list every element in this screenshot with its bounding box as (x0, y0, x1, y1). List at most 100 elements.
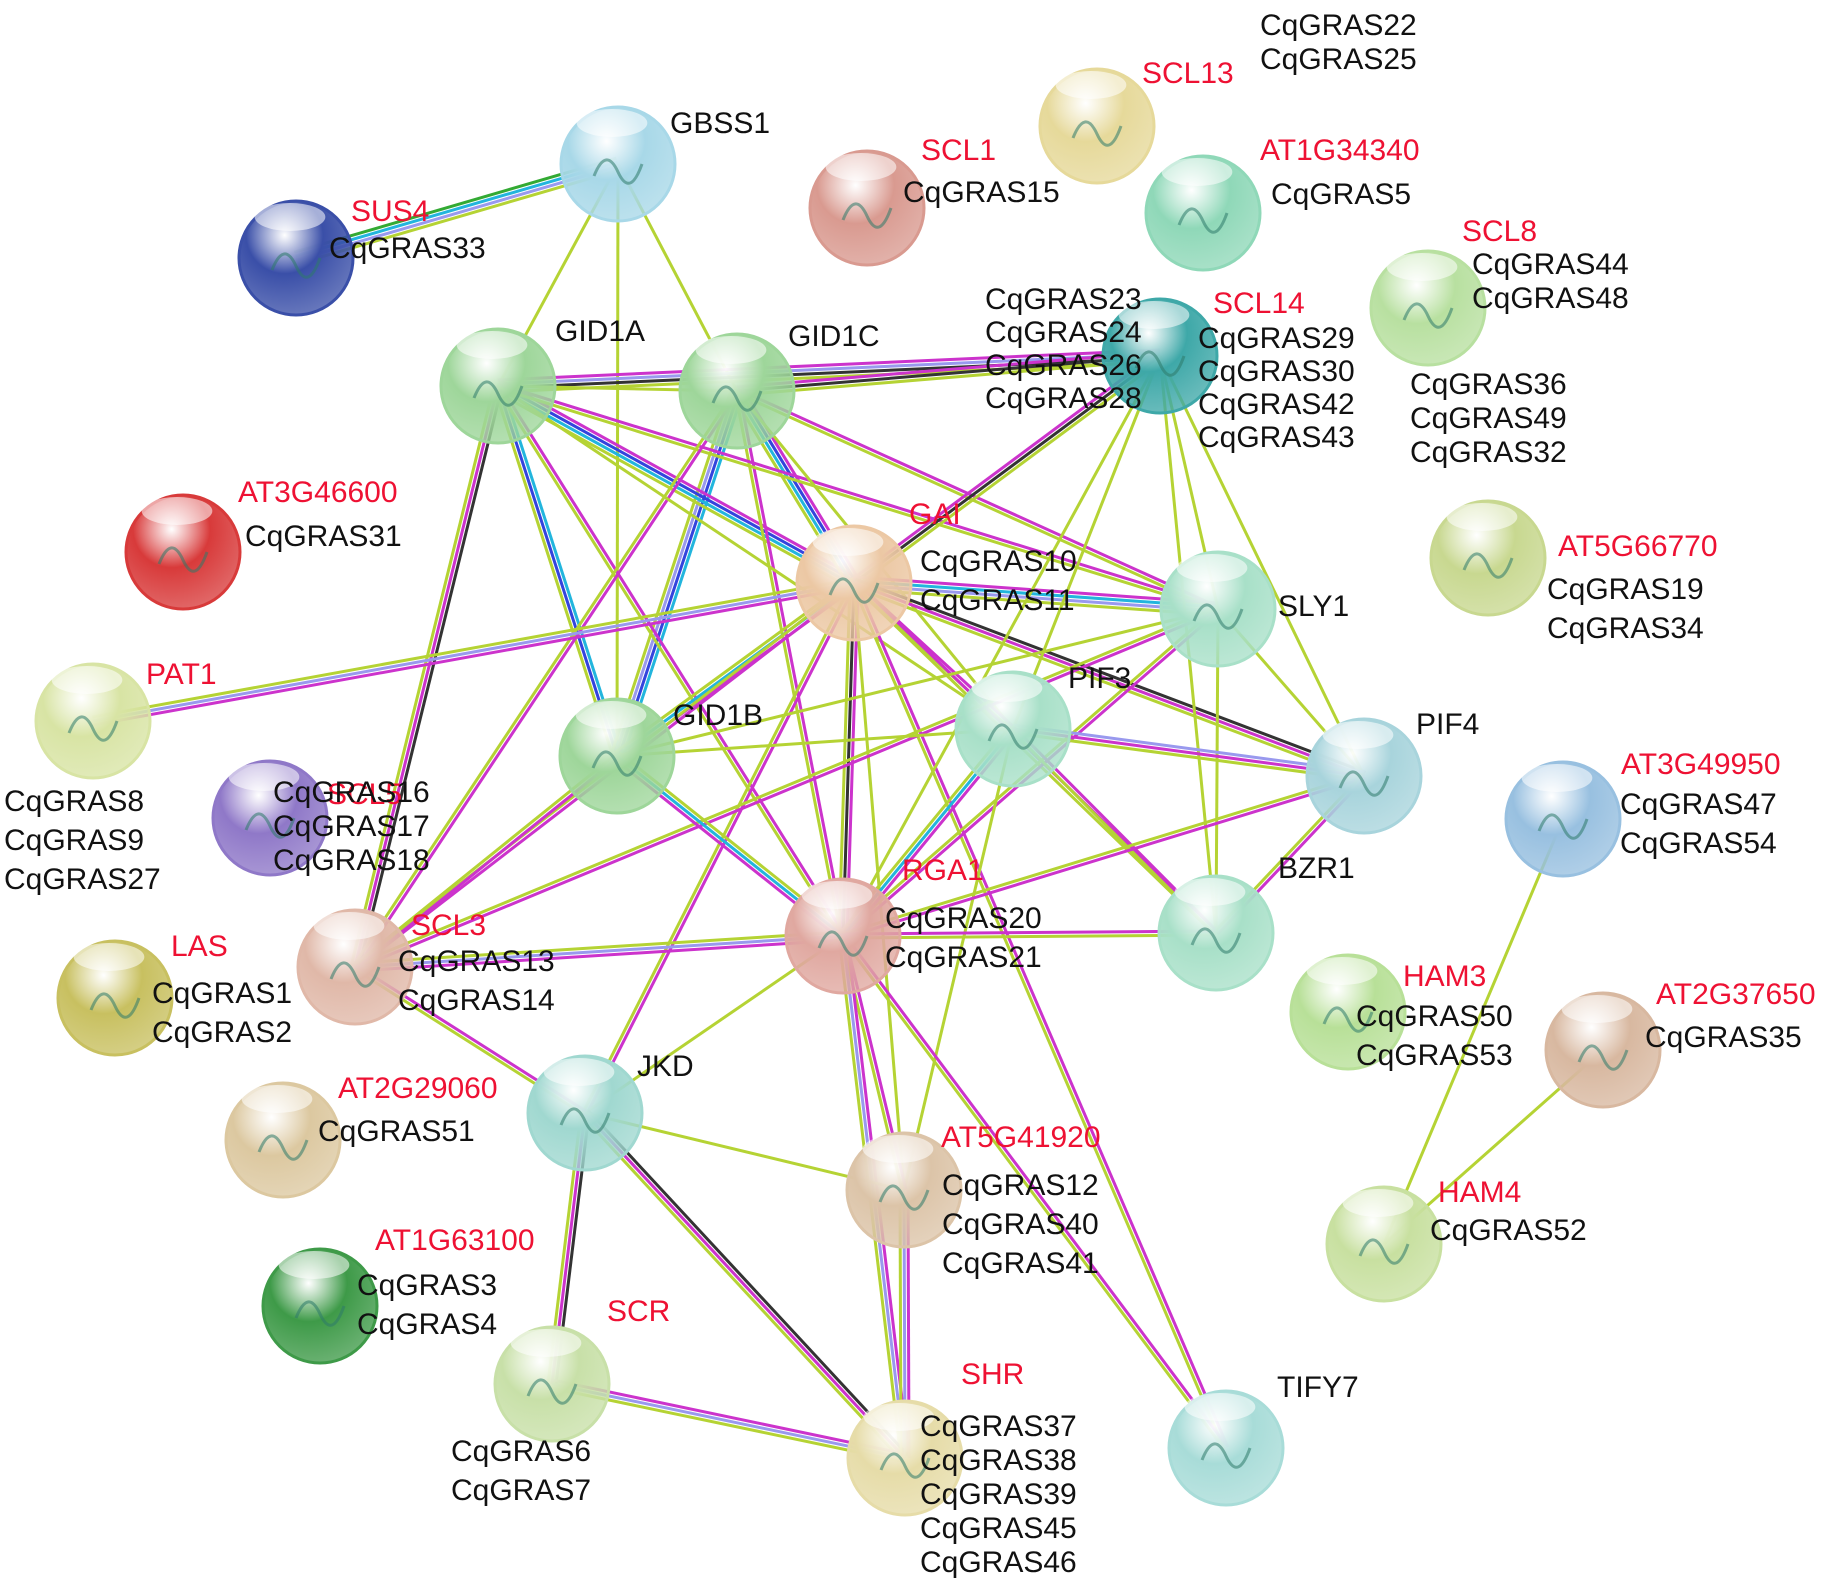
node-at2g29060[interactable] (224, 1081, 342, 1199)
node-label-red: AT1G63100 (375, 1224, 535, 1257)
node-scl5[interactable] (211, 759, 329, 877)
node-at5g66770[interactable] (1429, 499, 1547, 617)
node-at2g37650[interactable] (1544, 991, 1662, 1109)
node-tify7[interactable] (1167, 1389, 1285, 1507)
node-at1g63100[interactable] (261, 1247, 379, 1365)
node-las[interactable] (56, 939, 174, 1057)
node-label-red: AT5G66770 (1558, 530, 1718, 563)
node-sphere[interactable] (296, 908, 414, 1026)
node-label: CqGRAS33 (329, 232, 486, 265)
node-scl14[interactable] (1101, 297, 1219, 415)
node-label: CqGRAS23 (985, 283, 1142, 316)
node-sphere[interactable] (1101, 297, 1219, 415)
node-scl13[interactable] (1038, 67, 1156, 185)
node-sphere[interactable] (1159, 550, 1277, 668)
node-gid1a[interactable] (439, 327, 557, 445)
node-sphere[interactable] (1167, 1389, 1285, 1507)
node-sphere[interactable] (845, 1131, 963, 1249)
node-sphere[interactable] (237, 199, 355, 317)
node-sphere[interactable] (954, 670, 1072, 788)
node-bzr1[interactable] (1157, 874, 1275, 992)
node-sphere[interactable] (1544, 991, 1662, 1109)
node-label: CqGRAS35 (1645, 1021, 1802, 1054)
edge-line (843, 776, 1366, 940)
node-sphere[interactable] (795, 524, 913, 642)
node-sphere[interactable] (493, 1325, 611, 1443)
node-ham3[interactable] (1289, 953, 1407, 1071)
protein-structure-icon (559, 1107, 611, 1134)
edge-line (583, 1111, 907, 1460)
node-pat1[interactable] (34, 662, 152, 780)
node-gid1b[interactable] (558, 697, 676, 815)
node-label: TIFY7 (1277, 1371, 1359, 1404)
node-sphere[interactable] (34, 662, 152, 780)
node-gbss1[interactable] (559, 105, 677, 223)
edge-gid1a-rga1 (495, 384, 846, 938)
node-sphere[interactable] (1429, 499, 1547, 617)
node-gai[interactable] (795, 524, 913, 642)
edge-line (853, 587, 1218, 617)
node-at5g41920[interactable] (845, 1131, 963, 1249)
node-label: CqGRAS31 (245, 520, 402, 553)
node-at3g49950[interactable] (1504, 760, 1622, 878)
node-sphere[interactable] (846, 1399, 964, 1517)
node-sphere[interactable] (261, 1247, 379, 1365)
node-pif4[interactable] (1305, 717, 1423, 835)
edge-line (854, 577, 1366, 774)
node-sphere[interactable] (1144, 154, 1262, 272)
edge-line (353, 385, 500, 968)
node-label: CqGRAS32 (1410, 436, 1567, 469)
node-label: CqGRAS30 (1198, 355, 1355, 388)
node-sphere[interactable] (224, 1081, 342, 1199)
node-label: CqGRAS51 (318, 1115, 475, 1148)
protein-structure-icon (987, 723, 1039, 750)
protein-structure-icon (1134, 350, 1186, 377)
sphere-highlight (1322, 721, 1394, 749)
node-sphere[interactable] (1305, 717, 1423, 835)
edge-line (852, 585, 1364, 782)
sphere-highlight (1342, 1189, 1414, 1217)
node-sphere[interactable] (678, 332, 796, 450)
node-label: CqGRAS15 (903, 176, 1060, 209)
node-gid1c[interactable] (678, 332, 796, 450)
node-ham4[interactable] (1325, 1185, 1443, 1303)
node-sphere[interactable] (211, 759, 329, 877)
node-sphere[interactable] (1038, 67, 1156, 185)
node-sus4[interactable] (237, 199, 355, 317)
node-sphere[interactable] (526, 1054, 644, 1172)
node-scl1[interactable] (808, 149, 926, 267)
node-label-red: HAM3 (1403, 960, 1486, 993)
node-sphere[interactable] (784, 877, 902, 995)
node-scl3[interactable] (296, 908, 414, 1026)
node-at3g46600[interactable] (124, 493, 242, 611)
node-sphere[interactable] (124, 493, 242, 611)
node-shr[interactable] (846, 1399, 964, 1517)
sphere-highlight (51, 666, 123, 694)
node-sphere[interactable] (1325, 1185, 1443, 1303)
edge-line (1382, 818, 1565, 1245)
sphere-highlight (254, 203, 326, 231)
node-label: JKD (637, 1050, 694, 1083)
edge-gid1c-rga1 (733, 390, 847, 937)
node-sphere[interactable] (1157, 874, 1275, 992)
sphere-highlight (228, 763, 300, 791)
edge-line (837, 582, 852, 936)
node-sphere[interactable] (558, 697, 676, 815)
node-sphere[interactable] (1504, 760, 1622, 878)
node-rga1[interactable] (784, 877, 902, 995)
node-sphere[interactable] (1369, 249, 1487, 367)
node-scl8[interactable] (1369, 249, 1487, 367)
node-pif3[interactable] (954, 670, 1072, 788)
node-sphere[interactable] (1289, 953, 1407, 1071)
node-scr[interactable] (493, 1325, 611, 1443)
node-sphere[interactable] (808, 149, 926, 267)
node-sphere[interactable] (439, 327, 557, 445)
node-sly1[interactable] (1159, 550, 1277, 668)
node-sphere[interactable] (56, 939, 174, 1057)
edge-scl14-pif3 (1011, 355, 1162, 730)
node-sphere[interactable] (559, 105, 677, 223)
node-jkd[interactable] (526, 1054, 644, 1172)
edge-line (736, 354, 1161, 393)
node-at1g34340[interactable] (1144, 154, 1262, 272)
